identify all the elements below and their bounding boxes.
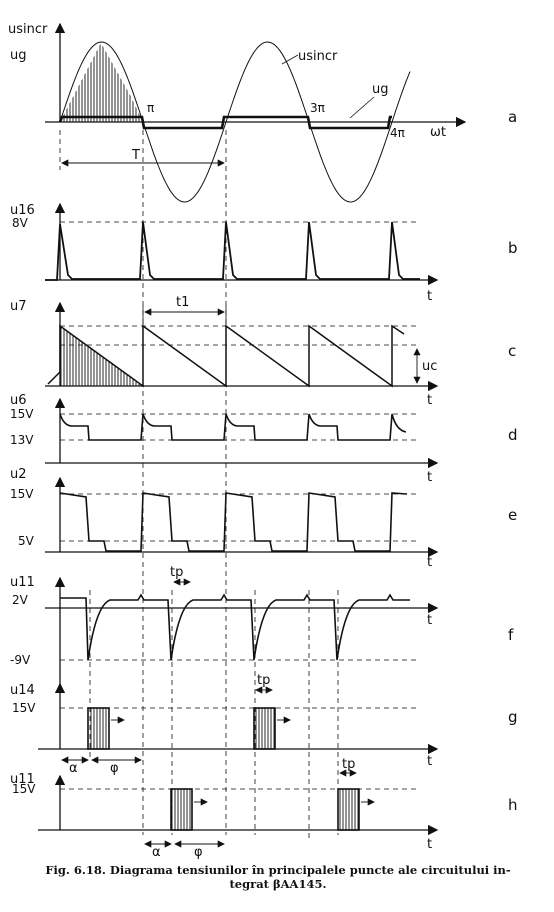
svg-text:t: t	[427, 470, 432, 485]
svg-text:u14: u14	[10, 683, 35, 698]
period-label: T	[131, 148, 140, 163]
h-pulse-2	[337, 788, 360, 831]
panel-a-letter: a	[508, 108, 517, 126]
u16-pulses	[45, 221, 420, 281]
panel-f: tp u11 2V -9V t f	[10, 565, 514, 685]
svg-text:t: t	[427, 555, 432, 570]
svg-text:h: h	[508, 796, 518, 814]
svg-text:u6: u6	[10, 393, 27, 408]
svg-text:α: α	[152, 845, 161, 860]
svg-text:t: t	[427, 837, 432, 852]
svg-text:t: t	[427, 613, 432, 628]
figure-caption: Fig. 6.18. Diagrama tensiunilor în princ…	[8, 863, 548, 891]
g-pulse-1	[87, 707, 110, 750]
pi-label: π	[147, 101, 154, 115]
panel-h: tp α φ u11 15V t h	[10, 757, 518, 860]
panel-g: tp α φ u14 15V t g	[10, 673, 518, 776]
ug-curve	[58, 115, 392, 130]
svg-text:-9V: -9V	[10, 653, 31, 667]
panel-e: u2 15V 5V t e	[10, 467, 517, 570]
four-pi-label: 4π	[390, 126, 405, 140]
svg-text:tp: tp	[257, 673, 270, 688]
panel-a: usincr ug usincr ug π 3π 4π ωt T a	[8, 22, 517, 203]
panel-a-hatched-area	[60, 43, 143, 122]
alignment-lines	[89, 130, 339, 840]
svg-text:2V: 2V	[12, 593, 29, 607]
svg-text:t: t	[427, 289, 432, 304]
svg-text:f: f	[508, 626, 514, 644]
svg-text:u11: u11	[10, 575, 35, 590]
h-pulse-1	[170, 788, 193, 831]
panel-b: u16 8V t b	[10, 202, 518, 304]
svg-text:13V: 13V	[10, 433, 34, 447]
svg-text:uc: uc	[422, 359, 437, 374]
panel-a-y2-label: ug	[10, 48, 27, 63]
svg-text:15V: 15V	[12, 782, 36, 796]
ug-leader	[349, 96, 375, 119]
svg-text:t: t	[427, 393, 432, 408]
svg-text:c: c	[508, 342, 516, 360]
panel-a-y1-label: usincr	[8, 22, 48, 37]
svg-text:g: g	[508, 708, 518, 726]
svg-text:φ: φ	[194, 845, 203, 860]
svg-text:b: b	[508, 239, 518, 257]
usincr-leader	[281, 54, 299, 65]
omega-t-label: ωt	[430, 125, 446, 140]
caption-line-2: tegrat βAA145.	[229, 877, 327, 891]
svg-text:α: α	[69, 761, 78, 776]
u11-waveform	[60, 593, 410, 661]
usincr-curve	[59, 41, 411, 203]
svg-text:u7: u7	[10, 299, 27, 314]
g-pulse-2	[253, 707, 276, 750]
u6-waveform	[59, 413, 407, 441]
caption-line-1: Fig. 6.18. Diagrama tensiunilor în princ…	[45, 863, 511, 877]
svg-text:tp: tp	[342, 757, 355, 772]
u2-waveform	[59, 492, 408, 552]
svg-text:u11: u11	[10, 772, 35, 787]
three-pi-label: 3π	[310, 101, 325, 115]
svg-text:t: t	[427, 754, 432, 769]
svg-text:φ: φ	[110, 761, 119, 776]
svg-text:15V: 15V	[10, 487, 34, 501]
svg-text:tp: tp	[170, 565, 183, 580]
panel-d: u6 15V 13V t d	[10, 393, 518, 485]
panel-c: t1 uc u7 t c	[10, 295, 516, 408]
usincr-curve-label: usincr	[298, 49, 338, 64]
svg-text:e: e	[508, 506, 517, 524]
svg-text:d: d	[508, 426, 518, 444]
ug-curve-label: ug	[372, 82, 389, 97]
svg-text:u16: u16	[10, 203, 35, 218]
svg-text:t1: t1	[176, 295, 189, 310]
svg-text:5V: 5V	[18, 534, 35, 548]
svg-text:8V: 8V	[12, 216, 29, 230]
svg-text:15V: 15V	[10, 407, 34, 421]
svg-text:15V: 15V	[12, 701, 36, 715]
svg-text:u2: u2	[10, 467, 27, 482]
u7-sawtooth	[47, 324, 405, 388]
